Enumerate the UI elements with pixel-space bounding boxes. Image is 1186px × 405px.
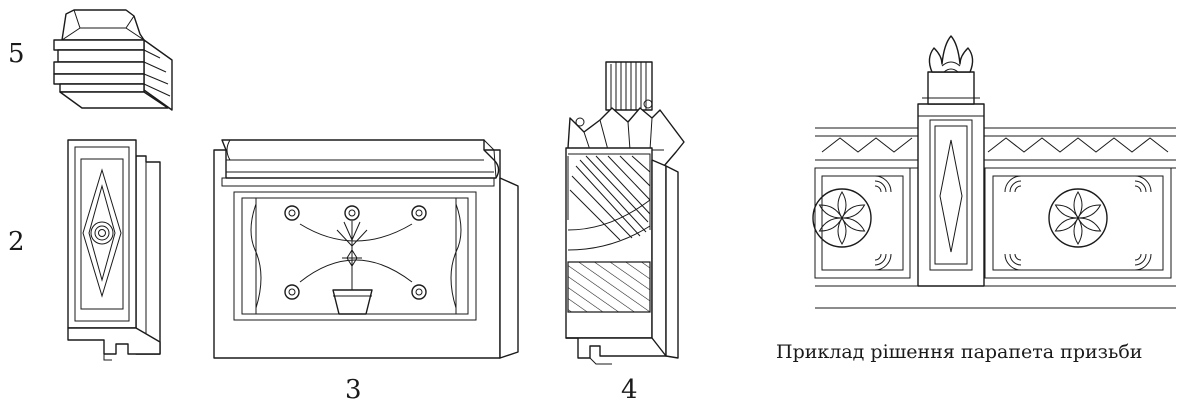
label-5: 5 (8, 39, 25, 69)
detail-2-post (68, 140, 160, 360)
detail-4-column (566, 62, 684, 364)
detail-5-cap (54, 10, 172, 110)
parapet-caption: Приклад рішення парапета призьби (776, 341, 1142, 363)
label-3: 3 (345, 375, 362, 405)
label-4: 4 (621, 375, 638, 405)
label-2: 2 (8, 227, 25, 257)
parapet-example (812, 36, 1176, 308)
detail-3-panel (214, 140, 518, 358)
